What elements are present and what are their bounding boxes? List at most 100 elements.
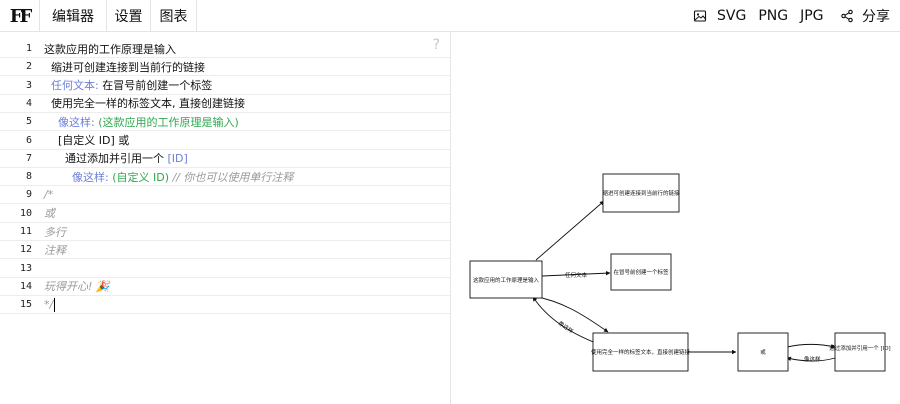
code-token: 使用完全一样的标签文本, 直接创建链接 xyxy=(44,97,245,111)
svg-text:这款应用的工作原理是输入: 这款应用的工作原理是输入 xyxy=(473,276,540,284)
code-token: 注释 xyxy=(44,243,66,257)
app-logo[interactable]: FF xyxy=(0,0,40,32)
line-number: 5 xyxy=(25,116,32,128)
export-svg-button[interactable]: SVG xyxy=(717,8,747,24)
code-line[interactable]: 11 多行 xyxy=(0,223,450,241)
tab-editor[interactable]: 编辑器 xyxy=(40,0,107,32)
line-number: 3 xyxy=(25,79,32,91)
pane-divider[interactable] xyxy=(450,32,451,404)
code-line[interactable]: 12 注释 xyxy=(0,241,450,260)
node-same-label[interactable]: 使用完全一样的标签文本，直接创建链接 xyxy=(591,332,691,372)
line-text: 像这样: (自定义 ID) // 你也可以使用单行注释 xyxy=(44,169,293,185)
line-number: 13 xyxy=(19,262,32,274)
logo-text: FF xyxy=(9,5,32,27)
line-text: [自定义 ID] 或 xyxy=(44,132,129,148)
line-number: 8 xyxy=(25,171,32,183)
line-number: 12 xyxy=(19,244,32,256)
code-token: 玩得开心! 🎉 xyxy=(44,280,110,294)
edge-n5-n6 xyxy=(786,343,836,349)
edge-n1-n3 xyxy=(541,270,611,277)
code-token: 像这样: xyxy=(44,115,99,129)
line-text: 使用完全一样的标签文本, 直接创建链接 xyxy=(44,95,245,111)
edge-n1-n4 xyxy=(532,295,609,333)
line-number: 14 xyxy=(19,280,32,292)
code-line[interactable]: 4 使用完全一样的标签文本, 直接创建链接 xyxy=(0,95,450,113)
line-text: 任何文本: 在冒号前创建一个标签 xyxy=(44,77,212,93)
code-line[interactable]: 2 缩进可创建连接到当前行的链接 xyxy=(0,58,450,77)
edge-label-like-this-2: 像这样 xyxy=(804,355,821,363)
help-icon[interactable]: ? xyxy=(432,37,440,53)
text-cursor xyxy=(54,297,56,312)
code-line[interactable]: 3 任何文本: 在冒号前创建一个标签 xyxy=(0,77,450,95)
node-app-works[interactable]: 这款应用的工作原理是输入 xyxy=(469,260,543,299)
line-number: 1 xyxy=(25,43,32,54)
node-indent-link[interactable]: 缩进可创建连接到当前行的链接 xyxy=(602,173,680,213)
line-number: 6 xyxy=(25,134,32,146)
node-add-id[interactable]: 通过添加并引用一个 [ID] xyxy=(829,332,891,372)
line-text: 多行 xyxy=(44,224,66,240)
svg-text:使用完全一样的标签文本，直接创建链接: 使用完全一样的标签文本，直接创建链接 xyxy=(591,348,691,356)
line-text: 玩得开心! 🎉 xyxy=(44,278,110,294)
flowchart-canvas[interactable]: 任何文本 像这样 像这样 这款应用的工作原理是输入 缩进可创建连接到当前行的链接… xyxy=(451,33,900,404)
code-line[interactable]: 1 这款应用的工作原理是输入 xyxy=(0,40,450,58)
svg-text:通过添加并引用一个 [ID]: 通过添加并引用一个 [ID] xyxy=(829,344,890,352)
code-line[interactable]: 5 像这样: (这款应用的工作原理是输入) xyxy=(0,113,450,132)
line-text: 或 xyxy=(44,205,55,221)
line-number: 10 xyxy=(19,207,32,219)
edge-n4-n1 xyxy=(532,296,602,346)
svg-text:缩进可创建连接到当前行的链接: 缩进可创建连接到当前行的链接 xyxy=(602,189,680,197)
code-token: (自定义 ID) xyxy=(112,170,169,184)
code-token: 在冒号前创建一个标签 xyxy=(102,79,213,93)
code-line[interactable]: 9 /* xyxy=(0,186,450,205)
line-number: 15 xyxy=(19,299,32,311)
code-token: (这款应用的工作原理是输入) xyxy=(98,115,239,129)
edge-label-like-this: 像这样 xyxy=(557,319,576,335)
code-line[interactable]: 10 或 xyxy=(0,205,450,223)
node-label-before-colon[interactable]: 在冒号前创建一个标签 xyxy=(610,253,672,291)
edge-n6-n5 xyxy=(786,356,836,362)
code-line[interactable]: 7 通过添加并引用一个 [ID] xyxy=(0,150,450,168)
line-text: 像这样: (这款应用的工作原理是输入) xyxy=(44,114,239,130)
line-number: 2 xyxy=(25,61,32,73)
code-token: 通过添加并引用一个 xyxy=(44,152,168,166)
edge-label-any-text: 任何文本 xyxy=(565,271,588,279)
top-bar: FF 编辑器 设置 图表 SVG PNG JPG 分享 xyxy=(0,0,900,32)
code-line[interactable]: 15 */ xyxy=(0,296,450,315)
code-token: 多行 xyxy=(44,225,66,239)
code-token: [ID] xyxy=(167,151,188,165)
code-line[interactable]: 13 xyxy=(0,260,450,278)
export-png-button[interactable]: PNG xyxy=(758,8,789,24)
svg-text:或: 或 xyxy=(760,348,766,356)
line-number: 9 xyxy=(25,189,32,201)
flowchart-svg: 任何文本 像这样 像这样 这款应用的工作原理是输入 缩进可创建连接到当前行的链接… xyxy=(469,173,891,372)
code-token: */ xyxy=(44,298,54,312)
line-text: /* xyxy=(44,188,53,201)
code-line[interactable]: 8 像这样: (自定义 ID) // 你也可以使用单行注释 xyxy=(0,168,450,187)
line-text: */ xyxy=(44,297,56,312)
code-line[interactable]: 14 玩得开心! 🎉 xyxy=(0,278,450,296)
line-text: 通过添加并引用一个 [ID] xyxy=(44,150,188,166)
edge-n1-n2 xyxy=(535,200,605,261)
line-number: 4 xyxy=(25,97,32,109)
code-token: 这款应用的工作原理是输入 xyxy=(44,42,176,56)
line-text: 缩进可创建连接到当前行的链接 xyxy=(44,59,205,75)
code-line[interactable]: 6 [自定义 ID] 或 xyxy=(0,132,450,150)
line-number: 11 xyxy=(19,226,32,237)
image-icon xyxy=(693,9,707,23)
tab-settings[interactable]: 设置 xyxy=(107,0,151,32)
line-number: 7 xyxy=(25,152,32,164)
code-token: // 你也可以使用单行注释 xyxy=(168,170,294,184)
export-jpg-button[interactable]: JPG xyxy=(800,8,824,24)
code-token: 任何文本: xyxy=(44,79,103,93)
share-label: 分享 xyxy=(862,9,890,25)
line-text: 注释 xyxy=(44,242,66,258)
node-or[interactable]: 或 xyxy=(737,332,789,372)
code-token: 或 xyxy=(44,207,55,221)
tab-charts[interactable]: 图表 xyxy=(151,0,197,32)
code-token: /* xyxy=(44,188,54,202)
code-token: 缩进可创建连接到当前行的链接 xyxy=(44,60,205,74)
svg-text:在冒号前创建一个标签: 在冒号前创建一个标签 xyxy=(613,268,669,276)
share-button[interactable]: 分享 xyxy=(840,0,890,32)
code-token: [自定义 ID] 或 xyxy=(44,134,130,147)
